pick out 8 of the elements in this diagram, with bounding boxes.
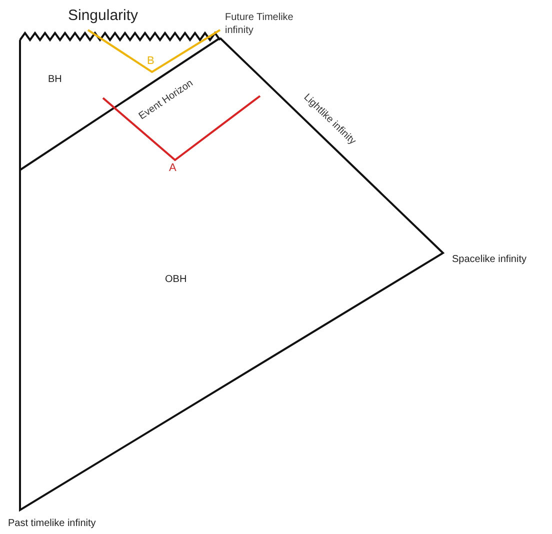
singularity-label: Singularity [68, 7, 138, 26]
past-timelike-infinity-label: Past timelike infinity [8, 518, 96, 530]
future-timelike-infinity-label: Future Timelike infinity [225, 12, 294, 37]
region-label: OBH [165, 274, 187, 286]
point-label: B [147, 55, 154, 69]
spacelike-infinity-label: Spacelike infinity [452, 254, 526, 266]
point-label: A [169, 162, 176, 176]
region-label: BH [48, 74, 62, 86]
